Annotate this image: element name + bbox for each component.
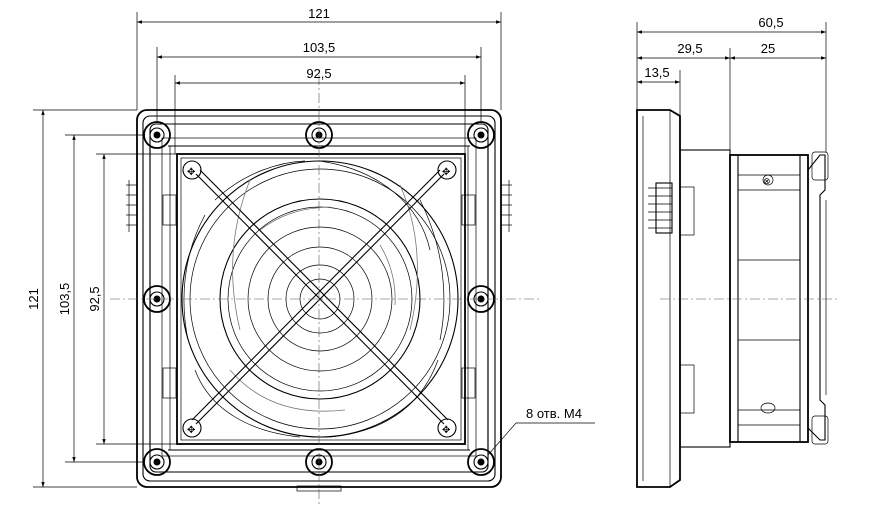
svg-text:✥: ✥	[442, 425, 450, 436]
dim-front-height-inner: 92,5	[87, 286, 102, 311]
holes-callout: 8 отв. М4	[487, 406, 595, 456]
side-body	[679, 149, 731, 448]
dim-front-width-mid: 103,5	[303, 40, 336, 55]
dim-side-total: 60,5	[758, 15, 783, 30]
svg-text:✥: ✥	[442, 167, 450, 178]
svg-text:✥: ✥	[187, 167, 195, 178]
front-dimensions-vertical: 121 103,5 92,5	[26, 109, 177, 488]
dim-front-width-outer: 121	[308, 6, 330, 21]
side-fins	[648, 182, 673, 234]
dim-front-height-mid: 103,5	[57, 283, 72, 316]
holes-callout-label: 8 отв. М4	[526, 406, 582, 421]
side-fan	[729, 154, 809, 443]
front-side-clips	[126, 180, 512, 492]
front-dimensions-horizontal: 121 103,5 92,5	[136, 6, 502, 154]
dim-side-flange: 13,5	[644, 65, 669, 80]
side-flange	[636, 109, 681, 488]
fan-screws: ✥ ✥ ✥ ✥	[182, 160, 457, 438]
dim-side-a: 29,5	[677, 41, 702, 56]
front-housing-outer	[136, 109, 502, 488]
dim-front-width-inner: 92,5	[306, 66, 331, 81]
svg-text:✥: ✥	[187, 425, 195, 436]
mounting-holes	[143, 121, 495, 476]
side-dimensions: 60,5 29,5 25 13,5	[636, 15, 827, 155]
finger-guard	[191, 169, 449, 425]
dim-side-b: 25	[761, 41, 775, 56]
front-view: ✥ ✥ ✥ ✥	[110, 75, 540, 505]
dim-front-height-outer: 121	[26, 288, 41, 310]
side-view: ⊗	[636, 109, 840, 488]
svg-text:⊗: ⊗	[763, 177, 771, 187]
